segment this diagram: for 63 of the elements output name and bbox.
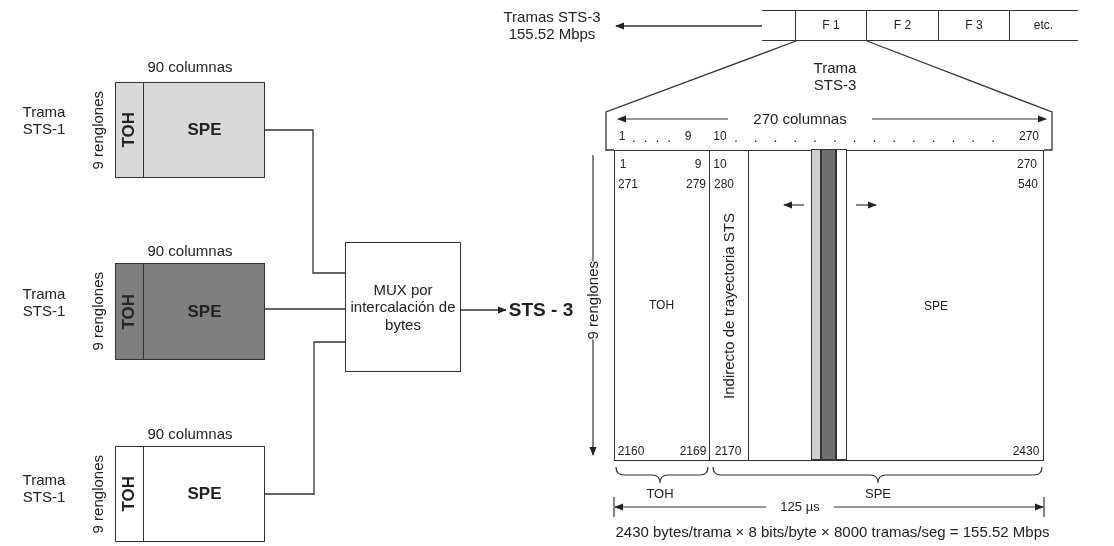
- dimension-label: 9 renglones: [89, 90, 107, 170]
- dimension-label: 9 renglones: [89, 454, 107, 534]
- dimension-label: 9 renglones: [584, 260, 602, 340]
- byte-number: 279: [685, 178, 707, 192]
- byte-number: 9: [683, 130, 693, 144]
- expansion-line: [866, 40, 1053, 151]
- byte-number: 9: [693, 158, 703, 172]
- payload-strip: [836, 149, 847, 460]
- connector-line: [264, 308, 346, 310]
- payload-area: SPE: [144, 446, 265, 542]
- frame-box: [115, 446, 265, 542]
- stream-rate-label: Tramas STS-3 155.52 Mbps: [488, 4, 616, 46]
- frame-caption: Trama STS-1: [21, 101, 67, 139]
- payload-strip: [821, 149, 836, 460]
- connector-line: [264, 129, 346, 274]
- byte-number: 2430: [1011, 445, 1041, 459]
- frame-caption: Trama STS-3: [812, 57, 858, 95]
- formula-text: 2430 bytes/trama × 8 bits/byte × 8000 tramas/seg = 155.52 Mbps: [614, 522, 1051, 542]
- frame-cell: F 1: [795, 10, 866, 41]
- frame-cell: etc.: [1009, 10, 1077, 41]
- column-label: Indirecto de trayectoria STS: [720, 212, 738, 399]
- arrow: [460, 306, 507, 314]
- connector-line: [264, 341, 346, 495]
- frame-cell: F 3: [938, 10, 1009, 41]
- arrow: [615, 22, 763, 30]
- frame-caption: Trama STS-1: [21, 283, 67, 321]
- byte-number: 280: [713, 178, 735, 192]
- multiplexer-box: MUX por intercalación de bytes: [345, 242, 461, 372]
- dimension-label: 9 renglones: [89, 272, 107, 351]
- byte-number: 10: [712, 130, 728, 144]
- overhead-label: TOH: [119, 112, 139, 148]
- payload-area: SPE: [144, 263, 265, 360]
- frame-cell: F 2: [866, 10, 938, 41]
- brace-label: TOH: [645, 486, 675, 502]
- brace-label: SPE: [864, 486, 892, 502]
- dimension-label: 90 columnas: [146, 242, 234, 260]
- byte-number: 10: [712, 158, 728, 172]
- frame-caption: Trama STS-1: [21, 469, 67, 507]
- payload-area: SPE: [144, 82, 265, 178]
- frame-box: [115, 82, 265, 178]
- byte-number: 270: [1018, 130, 1040, 144]
- expansion-line: [605, 40, 797, 151]
- area-label: SPE: [924, 300, 948, 314]
- byte-number: 270: [1016, 158, 1038, 172]
- frame-box: [115, 263, 265, 360]
- dot-row-text: . . . . . . . . . . . . . .: [734, 130, 997, 144]
- overhead-label: TOH: [119, 293, 139, 330]
- dot-row-text: . . . .: [632, 130, 673, 144]
- byte-number: 2160: [616, 445, 646, 459]
- byte-number: 1: [618, 158, 628, 172]
- frame-box: [614, 150, 1044, 461]
- payload-strip: [811, 149, 821, 460]
- byte-number: 1: [617, 130, 627, 144]
- frame-stream-band: [762, 10, 1078, 41]
- byte-number: 2169: [678, 445, 708, 459]
- byte-number: 271: [617, 178, 639, 192]
- byte-number: 2170: [713, 445, 743, 459]
- overhead-label: TOH: [119, 476, 139, 512]
- dimension-label: 90 columnas: [146, 58, 234, 76]
- output-signal-label: STS - 3: [506, 298, 576, 322]
- byte-number: 540: [1017, 178, 1039, 192]
- dimension-label: 90 columnas: [146, 425, 234, 443]
- dimension-label: 125 µs: [766, 499, 834, 515]
